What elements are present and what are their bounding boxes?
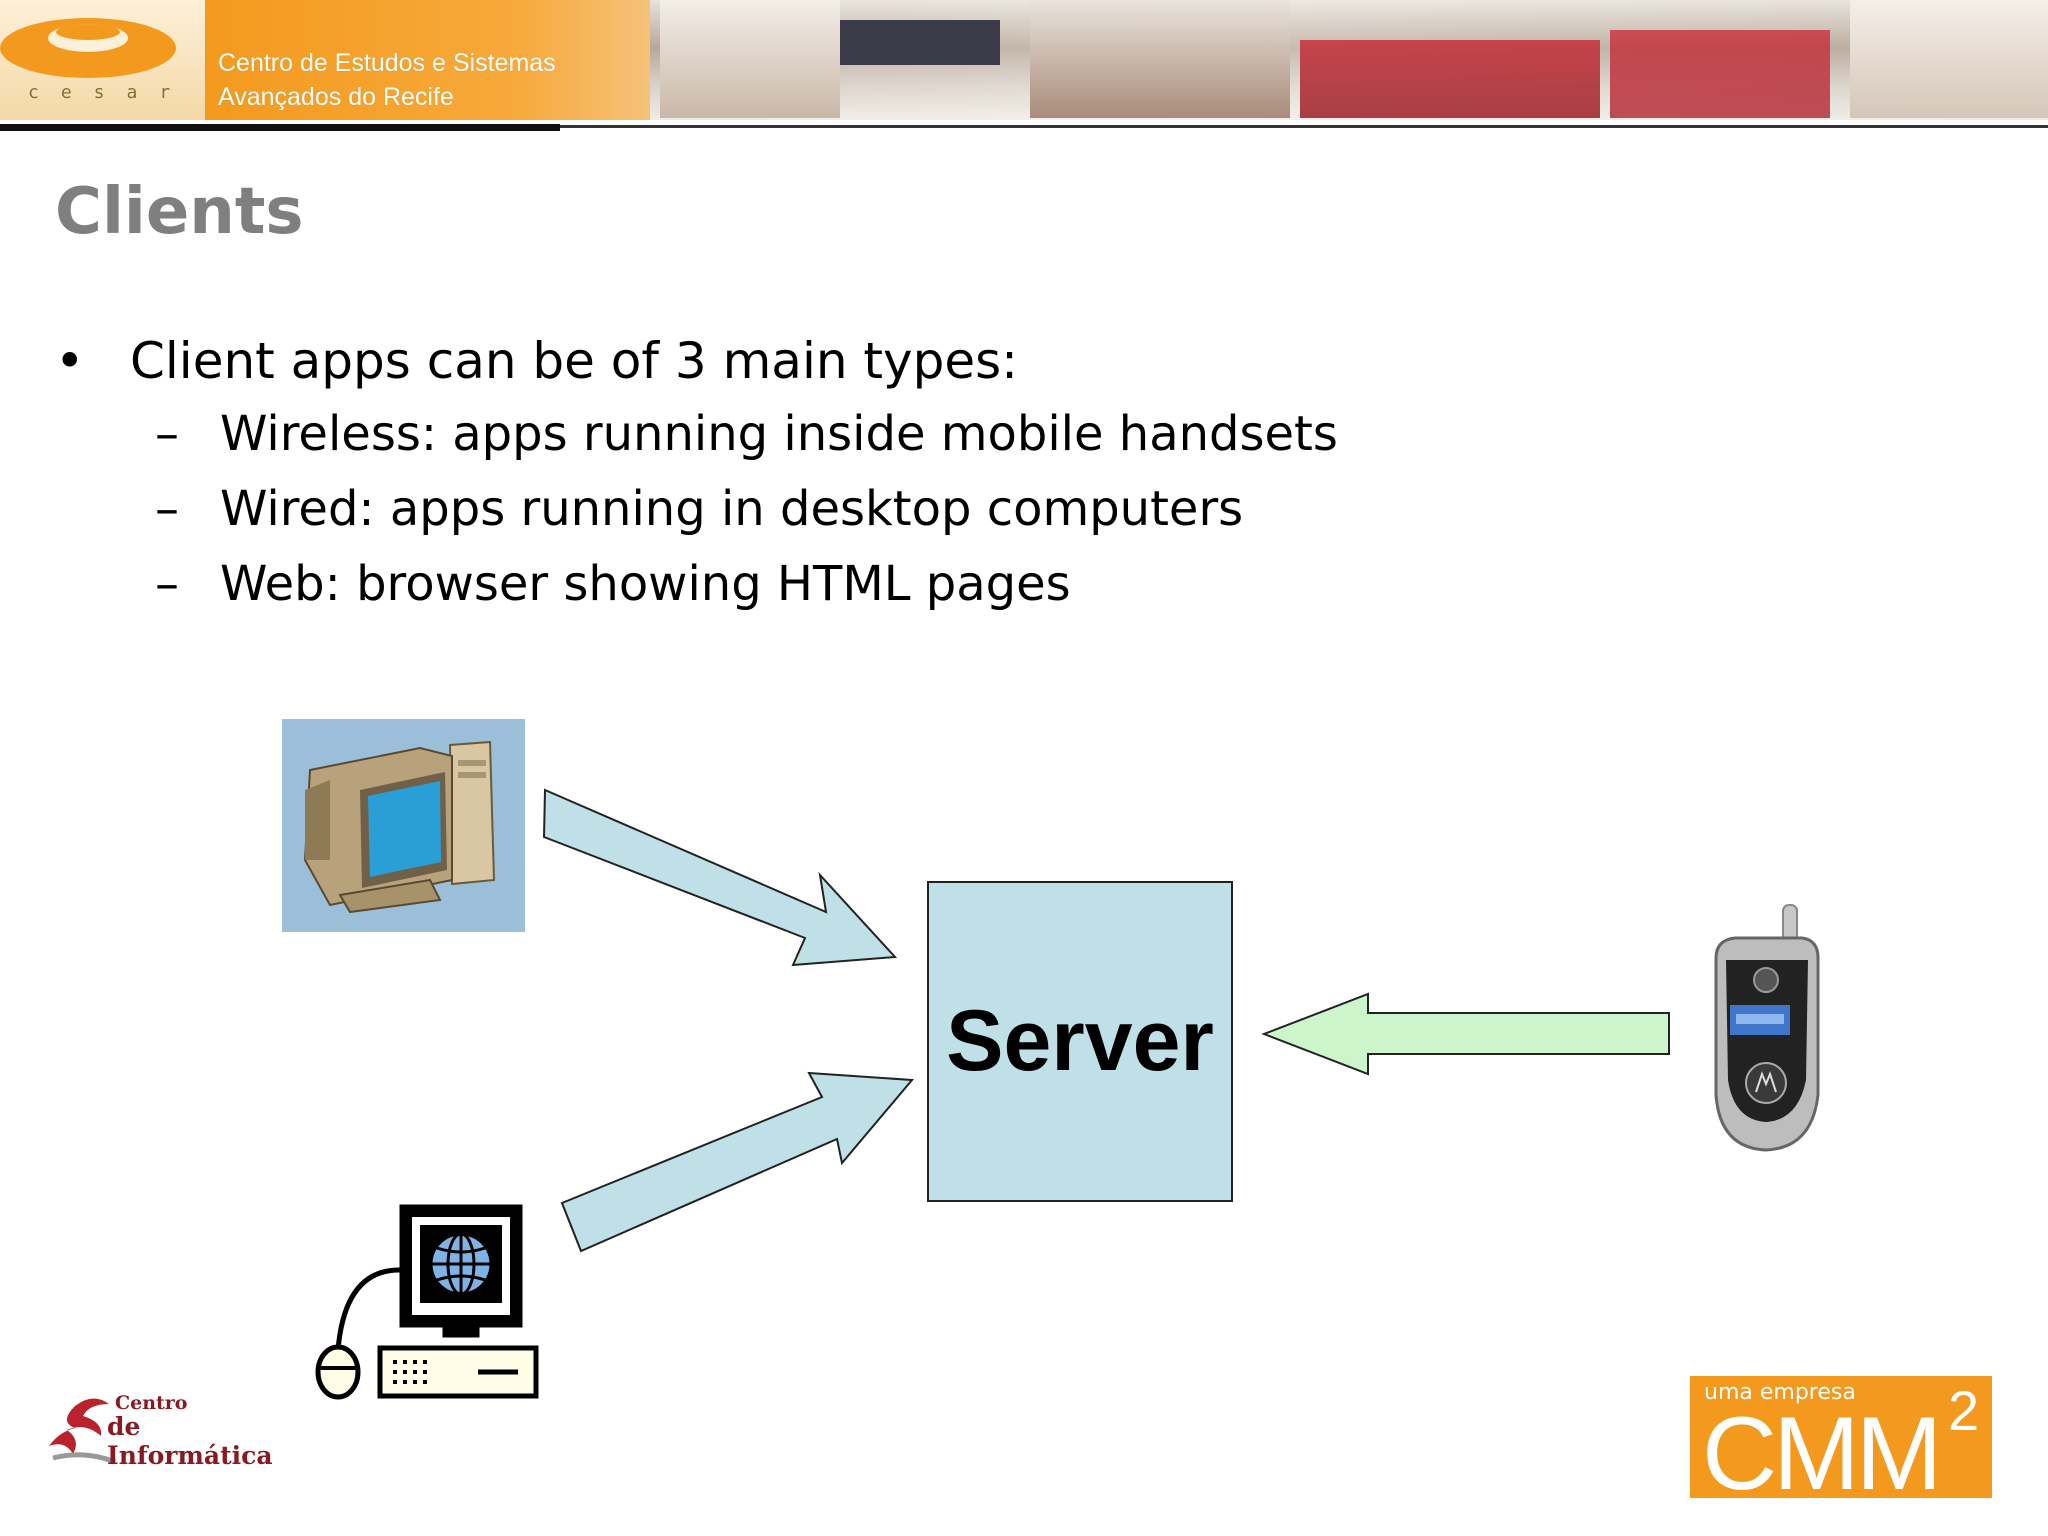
wireless-arrow <box>1261 992 1670 1076</box>
web-terminal-icon <box>315 1204 539 1400</box>
sub-bullet-text: Web: browser showing HTML pages <box>220 556 1071 612</box>
cmm-wordmark: CMM <box>1702 1396 1942 1512</box>
sub-bullet-wireless: – Wireless: apps running inside mobile h… <box>55 397 1855 472</box>
photo-window <box>1850 0 2048 118</box>
ci-swirl-icon <box>49 1398 116 1465</box>
ci-logo-bottom-text: de Informática <box>107 1412 273 1470</box>
mobile-phone-icon <box>1714 904 1820 1152</box>
sub-bullet-marker: – <box>155 556 179 612</box>
sub-bullet-text: Wireless: apps running inside mobile han… <box>220 406 1338 462</box>
ci-logo-top-text: Centro <box>115 1392 188 1414</box>
sub-bullet-wired: – Wired: apps running in desktop compute… <box>55 472 1855 547</box>
sub-bullet-web: – Web: browser showing HTML pages <box>55 547 1855 622</box>
sub-bullet-text: Wired: apps running in desktop computers <box>220 481 1244 537</box>
bullet-marker: • <box>55 332 85 390</box>
header-banner: cesar Centro de Estudos e Sistemas Avanç… <box>0 0 2048 131</box>
cesar-wordmark: cesar <box>28 82 193 103</box>
bullet-text: Client apps can be of 3 main types: <box>130 332 1019 390</box>
org-name: Centro de Estudos e Sistemas Avançados d… <box>218 46 556 114</box>
photo-wall <box>660 0 840 118</box>
photo-red-panel-2 <box>1610 30 1830 118</box>
photo-monitor <box>840 20 1000 65</box>
server-box: Server <box>927 881 1233 1202</box>
photo-red-panel <box>1300 40 1600 118</box>
photo-desk <box>1030 0 1290 118</box>
cesar-logo: cesar <box>0 0 205 120</box>
sub-bullet-marker: – <box>155 481 179 537</box>
bullet-item: • Client apps can be of 3 main types: <box>55 325 1855 397</box>
cesar-swirl-icon <box>0 18 176 78</box>
cmm2-logo: uma empresa CMM 2 <box>1690 1376 1992 1506</box>
bullet-list: • Client apps can be of 3 main types: – … <box>55 325 1855 622</box>
org-name-line1: Centro de Estudos e Sistemas <box>218 49 556 77</box>
sub-bullet-marker: – <box>155 406 179 462</box>
header-rule <box>0 124 560 131</box>
header-photo <box>650 0 2048 120</box>
header-rule-thin <box>560 125 2048 128</box>
cmm-superscript: 2 <box>1948 1379 1980 1442</box>
org-band <box>205 0 650 120</box>
server-label: Server <box>946 993 1214 1089</box>
web-arrow <box>560 1071 915 1253</box>
centro-informatica-logo: Centro de Informática <box>45 1392 275 1472</box>
wired-arrow <box>542 788 898 967</box>
desktop-computer-icon <box>282 719 525 932</box>
slide-title: Clients <box>55 175 304 249</box>
org-name-line2: Avançados do Recife <box>218 83 454 111</box>
cmm-tagline: uma empresa <box>1704 1380 1856 1405</box>
